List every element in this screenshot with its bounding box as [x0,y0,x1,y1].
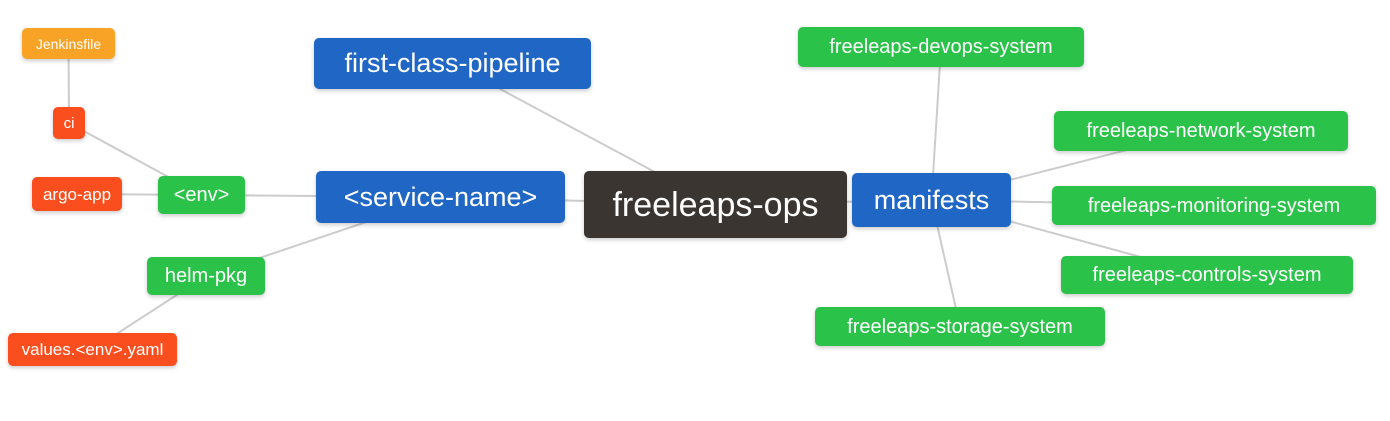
mindmap-node-freeleaps-storage-system[interactable]: freeleaps-storage-system [815,307,1105,346]
mindmap-node-helm-pkg[interactable]: helm-pkg [147,257,265,295]
mindmap-node-freeleaps-ops[interactable]: freeleaps-ops [584,171,847,238]
mindmap-node-freeleaps-network-system[interactable]: freeleaps-network-system [1054,111,1348,151]
mindmap-node-first-class-pipeline[interactable]: first-class-pipeline [314,38,591,89]
mindmap-node-manifests[interactable]: manifests [852,173,1011,227]
mindmap-node-jenkinsfile[interactable]: Jenkinsfile [22,28,115,59]
mindmap-node-values-env-yaml[interactable]: values.<env>.yaml [8,333,177,366]
mindmap-node-service-name[interactable]: <service-name> [316,171,565,223]
mindmap-node-argo-app[interactable]: argo-app [32,177,122,211]
mindmap-node-freeleaps-controls-system[interactable]: freeleaps-controls-system [1061,256,1353,294]
mindmap-node-freeleaps-monitoring-system[interactable]: freeleaps-monitoring-system [1052,186,1376,225]
mindmap-node-ci[interactable]: ci [53,107,85,139]
mindmap-node-freeleaps-devops-system[interactable]: freeleaps-devops-system [798,27,1084,67]
mindmap-node-env[interactable]: <env> [158,176,245,214]
